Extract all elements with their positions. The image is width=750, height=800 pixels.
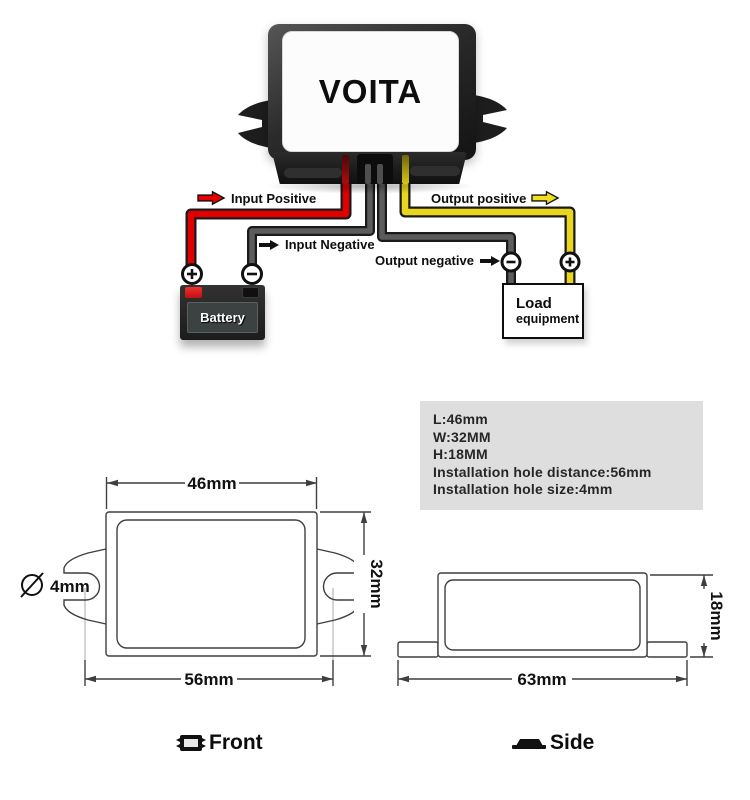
- converter-mounting-ears: [238, 95, 507, 148]
- front-hole-size-dim: 4mm: [50, 577, 90, 596]
- converter-label-plate: VOITA: [282, 31, 459, 152]
- gray-wire-stub-1: [365, 164, 371, 184]
- input-negative-text: Input Negative: [285, 237, 375, 252]
- front-hole-distance-dim: 56mm: [184, 670, 233, 689]
- battery-plus-terminal-icon: [181, 263, 203, 285]
- diameter-icon: [20, 572, 44, 598]
- converter-body: VOITA: [268, 24, 476, 160]
- spec-width: W:32MM: [433, 428, 491, 445]
- load-label-line1: Load: [516, 295, 552, 312]
- input-negative-wire: [247, 177, 375, 275]
- battery-black-terminal: [242, 287, 259, 298]
- input-positive-wire: [185, 172, 352, 278]
- output-positive-wire: [399, 174, 576, 290]
- output-negative-label: Output negative: [375, 253, 501, 268]
- spec-hole-distance: Installation hole distance:56mm: [433, 463, 652, 480]
- front-width-dim: 46mm: [187, 474, 236, 493]
- wire-gland-block: [357, 154, 393, 184]
- output-positive-label: Output positive: [431, 190, 560, 206]
- side-height-dim: 18mm: [707, 591, 726, 640]
- battery: Battery: [180, 285, 265, 340]
- yellow-right-arrow-icon: [531, 190, 560, 206]
- load-plus-terminal-icon: [559, 251, 581, 273]
- load-label-line2: equipment: [516, 312, 580, 326]
- load-equipment: Load equipment: [502, 283, 584, 339]
- band-slot-right: [410, 166, 460, 176]
- gray-wire-stub-2: [377, 164, 383, 184]
- battery-minus-terminal-icon: [241, 263, 263, 285]
- red-right-arrow-icon: [197, 190, 226, 206]
- side-legend-text: Side: [550, 731, 595, 754]
- load-minus-terminal-icon: [500, 251, 522, 273]
- dimension-drawings: 46mm 32mm 56mm 4mm 18mm 63mm: [20, 474, 726, 689]
- output-positive-text: Output positive: [431, 190, 527, 206]
- input-positive-text: Input Positive: [231, 190, 317, 206]
- wiring-diagram: [181, 172, 581, 290]
- battery-label: Battery: [200, 310, 245, 325]
- output-negative-text: Output negative: [375, 253, 474, 268]
- spec-length: L:46mm: [433, 411, 488, 427]
- input-positive-label: Input Positive: [197, 190, 316, 206]
- brand-name: VOITA: [318, 72, 423, 110]
- yellow-wire-stub: [402, 155, 409, 184]
- front-legend: Front: [176, 731, 263, 755]
- specs-box: L:46mm W:32MM H:18MM Installation hole d…: [420, 401, 703, 510]
- side-legend: Side: [511, 731, 594, 755]
- spec-hole-size: Installation hole size:4mm: [433, 481, 613, 497]
- red-wire-stub: [342, 155, 349, 184]
- input-negative-label: Input Negative: [258, 237, 375, 252]
- front-view-icon: [176, 735, 206, 751]
- side-width-dim: 63mm: [517, 670, 566, 689]
- spec-height: H:18MM: [433, 446, 488, 462]
- battery-panel: Battery: [187, 302, 258, 333]
- black-right-arrow-icon: [259, 239, 279, 250]
- front-height-dim: 32mm: [367, 559, 386, 608]
- band-slot-left: [284, 168, 342, 178]
- side-view-icon: [512, 738, 546, 749]
- battery-red-terminal: [185, 287, 202, 298]
- black-right-arrow-icon: [479, 255, 500, 266]
- front-legend-text: Front: [209, 731, 263, 754]
